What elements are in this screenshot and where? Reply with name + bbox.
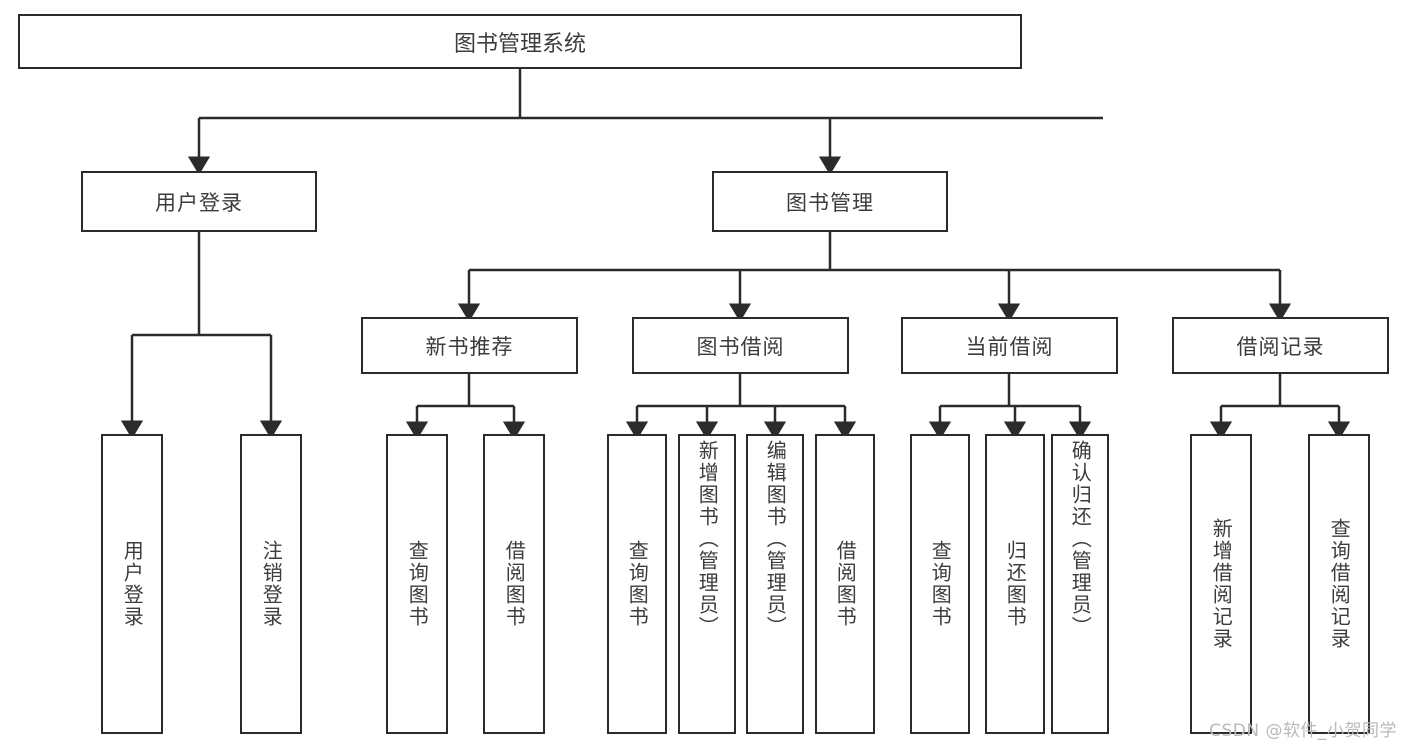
node-leaf-user-login[interactable]: 用户登录 [101, 434, 163, 734]
node-leaf-query-book-3-label: 查询图书 [928, 540, 953, 628]
node-user-login-label: 用户登录 [155, 190, 243, 215]
node-leaf-add-record[interactable]: 新增借阅记录 [1190, 434, 1252, 734]
node-leaf-query-record[interactable]: 查询借阅记录 [1308, 434, 1370, 734]
node-leaf-query-book-1[interactable]: 查询图书 [386, 434, 448, 734]
node-leaf-add-book[interactable]: 新增图书（管理员） [678, 434, 736, 734]
node-borrow-record[interactable]: 借阅记录 [1172, 317, 1389, 374]
node-leaf-borrow-book-1[interactable]: 借阅图书 [483, 434, 545, 734]
node-book-borrow-label: 图书借阅 [696, 334, 785, 359]
node-leaf-query-book-3[interactable]: 查询图书 [910, 434, 970, 734]
node-leaf-add-book-label: 新增图书（管理员） [695, 440, 720, 638]
node-leaf-query-book-2[interactable]: 查询图书 [607, 434, 667, 734]
node-leaf-logout[interactable]: 注销登录 [240, 434, 302, 734]
node-leaf-confirm-return-label: 确认归还（管理员） [1068, 440, 1093, 638]
node-leaf-add-record-label: 新增借阅记录 [1209, 518, 1234, 650]
node-new-book-rec-label: 新书推荐 [425, 334, 514, 359]
watermark: CSDN @软件_小贺同学 [1209, 721, 1397, 741]
node-user-login[interactable]: 用户登录 [81, 171, 317, 232]
node-new-book-rec[interactable]: 新书推荐 [361, 317, 578, 374]
node-leaf-confirm-return[interactable]: 确认归还（管理员） [1051, 434, 1109, 734]
node-book-manage-label: 图书管理 [786, 190, 874, 215]
node-leaf-edit-book-label: 编辑图书（管理员） [763, 440, 788, 638]
node-leaf-return-book[interactable]: 归还图书 [985, 434, 1045, 734]
node-current-borrow[interactable]: 当前借阅 [901, 317, 1118, 374]
node-root[interactable]: 图书管理系统 [18, 14, 1022, 69]
node-leaf-query-record-label: 查询借阅记录 [1327, 518, 1352, 650]
node-book-borrow[interactable]: 图书借阅 [632, 317, 849, 374]
node-leaf-borrow-book-2[interactable]: 借阅图书 [815, 434, 875, 734]
node-leaf-return-book-label: 归还图书 [1003, 540, 1028, 628]
node-leaf-logout-label: 注销登录 [259, 540, 284, 628]
node-leaf-user-login-label: 用户登录 [120, 540, 145, 628]
node-leaf-query-book-1-label: 查询图书 [405, 540, 430, 628]
node-leaf-borrow-book-1-label: 借阅图书 [502, 540, 527, 628]
node-leaf-borrow-book-2-label: 借阅图书 [833, 540, 858, 628]
node-book-manage[interactable]: 图书管理 [712, 171, 948, 232]
node-leaf-query-book-2-label: 查询图书 [625, 540, 650, 628]
node-current-borrow-label: 当前借阅 [965, 334, 1054, 359]
node-borrow-record-label: 借阅记录 [1236, 334, 1325, 359]
node-root-label: 图书管理系统 [453, 31, 586, 57]
node-leaf-edit-book[interactable]: 编辑图书（管理员） [746, 434, 804, 734]
